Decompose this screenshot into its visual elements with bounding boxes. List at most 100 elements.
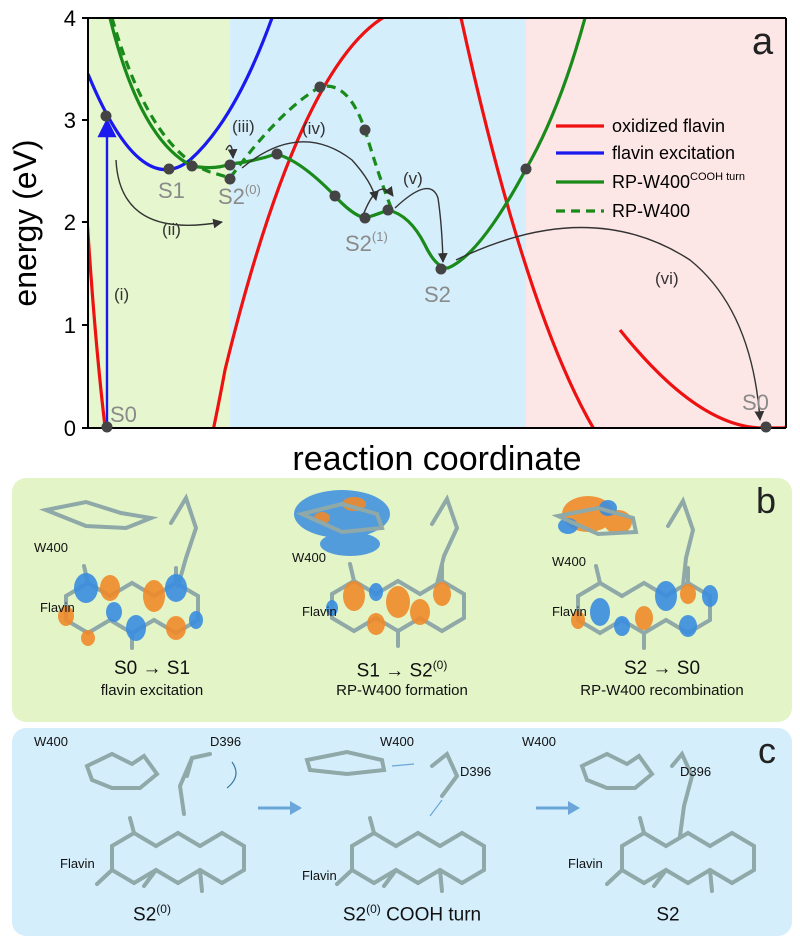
structure-1: [84, 751, 246, 893]
flavin-label: Flavin: [302, 868, 337, 883]
state-title-sup: (0): [156, 902, 171, 916]
region-pink: [526, 18, 786, 428]
flavin-excitation-curve: [88, 18, 274, 172]
w400-label: W400: [34, 540, 68, 555]
step-arrow: [536, 801, 580, 815]
panel-c-letter: c: [758, 730, 776, 771]
step-label-i: (i): [114, 285, 129, 304]
svg-text:S2(0): S2(0): [218, 182, 261, 209]
point-s0-right: [760, 421, 772, 433]
x-axis-label: reaction coordinate: [292, 440, 581, 478]
state-label-s2-0-sup: (0): [245, 182, 261, 197]
oxidized-flavin-curve-right: [459, 18, 786, 428]
point-s1-crossing: [186, 160, 198, 172]
y-axis-label: energy (eV): [7, 139, 43, 306]
d396-label: D396: [210, 734, 242, 749]
point-s2-0: [224, 173, 236, 185]
step-label-iii: (iii): [232, 117, 255, 136]
point-s2-1: [359, 212, 371, 224]
step-label-iv: (iv): [302, 119, 326, 138]
arrow-ii: [115, 159, 223, 229]
arrow-v: [394, 187, 448, 263]
d396-label: D396: [680, 764, 712, 779]
point-s2-0-upper: [224, 159, 236, 171]
panel-b-letter: b: [755, 480, 776, 521]
energy-diagram: 0 1 2 3 4 energy (eV) reaction coordinat…: [7, 6, 787, 478]
region-green: [88, 18, 230, 428]
region-blue: [230, 18, 526, 428]
state-label-s2-1: S2: [345, 231, 372, 256]
step-label-vi: (vi): [655, 269, 679, 288]
legend-rp-cooh: RP-W400: [612, 172, 690, 192]
panel-c: c W400 D396 Flavin S2(0) W400 D396 Flavi…: [12, 728, 792, 936]
point-ts1: [271, 148, 283, 160]
state-label-s2: S2: [424, 282, 451, 307]
state-label-s2-0: S2: [218, 184, 245, 209]
arrow-iii: [225, 144, 238, 159]
state-title: S2(0): [133, 902, 171, 926]
y-ticks: [82, 17, 88, 429]
svg-text:RP-W400COOH turn: RP-W400COOH turn: [612, 171, 745, 192]
legend-rp: RP-W400: [612, 201, 690, 221]
structure-2: [304, 749, 486, 893]
legend-excitation: flavin excitation: [612, 143, 735, 163]
w400-label: W400: [522, 734, 556, 749]
svg-text:S2(1): S2(1): [345, 229, 388, 256]
w400-label: W400: [292, 550, 326, 565]
legend-oxidized: oxidized flavin: [612, 116, 725, 136]
transition-title: S0 → S1: [113, 658, 191, 679]
state-label-s1: S1: [158, 178, 185, 203]
point-ts2: [382, 204, 394, 216]
point-s1: [163, 163, 175, 175]
rotation-arrow: [226, 761, 237, 789]
state-label-s0-left: S0: [110, 402, 137, 427]
legend-rp-cooh-sup: COOH turn: [690, 171, 745, 183]
state-title-sup: (0): [366, 902, 381, 916]
panel-b: b W400 Flavin S0 → S1 flavin excitation: [12, 478, 792, 722]
point-crossing-2: [359, 124, 371, 136]
transition-title: S2 → S0: [623, 658, 701, 679]
flavin-label: Flavin: [40, 600, 75, 615]
orbital-molecule-1: [39, 493, 203, 650]
state-label-s0-right: S0: [742, 390, 769, 415]
state-label-s2-1-sup: (1): [372, 229, 388, 244]
legend: oxidized flavin flavin excitation RP-W40…: [556, 116, 745, 221]
arrow-vi: [455, 226, 765, 421]
arrow-iv-b: [361, 185, 394, 219]
arrow-iv: [241, 141, 379, 201]
structure-3: [579, 750, 756, 893]
step-label-v: (v): [403, 169, 423, 188]
panel-a-letter: a: [752, 21, 774, 63]
d396-label: D396: [460, 764, 492, 779]
y-tick-label: 0: [64, 416, 76, 441]
transition-subtitle: RP-W400 formation: [336, 682, 468, 699]
flavin-label: Flavin: [568, 856, 603, 871]
point-crossing-1: [329, 190, 341, 202]
transition-title-sup: (0): [432, 658, 448, 672]
step-label-ii: (ii): [162, 220, 181, 239]
flavin-label: Flavin: [302, 604, 337, 619]
transition-title: S1 → S2(0): [356, 658, 448, 682]
point-ts-dashed: [314, 81, 326, 93]
w400-label: W400: [380, 734, 414, 749]
flavin-label: Flavin: [60, 856, 95, 871]
y-tick-label: 3: [64, 108, 76, 133]
y-tick-label: 4: [64, 6, 76, 31]
orbital-molecule-2: [294, 490, 466, 648]
point-s0-left: [101, 421, 113, 433]
state-points: [100, 81, 772, 433]
transition-subtitle: flavin excitation: [100, 682, 204, 699]
point-s2: [435, 263, 447, 275]
state-title: S2(0) COOH turn: [342, 902, 482, 926]
y-tick-label: 2: [64, 210, 76, 235]
flavin-label: Flavin: [552, 604, 587, 619]
w400-label: W400: [34, 734, 68, 749]
orbital-molecule-3: [551, 496, 718, 650]
transition-subtitle: RP-W400 recombination: [580, 682, 744, 699]
y-tick-label: 1: [64, 313, 76, 338]
w400-label: W400: [552, 554, 586, 569]
state-title: S2: [656, 904, 680, 926]
point-crossing-3: [520, 163, 532, 175]
oxidized-flavin-curve-left: [88, 18, 460, 428]
step-arrow: [258, 801, 302, 815]
